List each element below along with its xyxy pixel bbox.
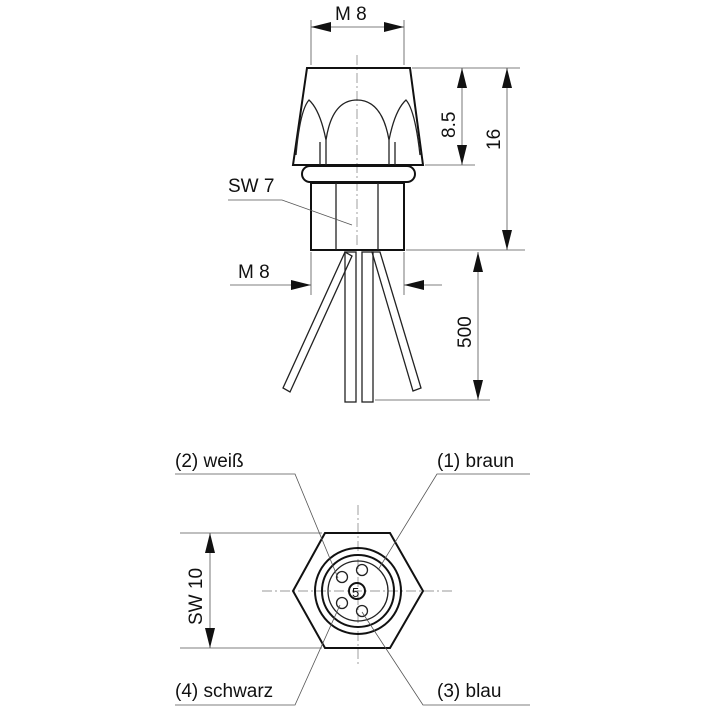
pin-4-label: (4) schwarz (175, 681, 273, 702)
cap-knurl (295, 99, 421, 165)
dim-cap-height: 8.5 (439, 112, 460, 138)
front-view: 5 SW 10 (1) braun (2) weiß (3) blau (4) … (175, 451, 530, 706)
side-view: M 8 8.5 16 SW 7 M 8 500 (228, 4, 525, 403)
wires (282, 251, 422, 403)
knurled-cap (291, 67, 425, 166)
wrench-size-sw10: SW 10 (186, 568, 207, 625)
pin-2-label: (2) weiß (175, 451, 244, 472)
hex-body (310, 182, 405, 251)
pin-3-label: (3) blau (437, 681, 501, 702)
pin-1-label: (1) braun (437, 451, 514, 472)
wrench-size-sw7: SW 7 (228, 176, 274, 197)
pins: 5 (335, 563, 369, 618)
cable-length: 500 (455, 316, 476, 348)
o-ring (301, 165, 416, 183)
thread-top-label: M 8 (335, 4, 367, 25)
hex-nut (291, 532, 425, 649)
dim-total-height: 16 (484, 129, 505, 150)
center-mark: 5 (352, 585, 359, 600)
thread-bottom-label: M 8 (238, 262, 270, 283)
